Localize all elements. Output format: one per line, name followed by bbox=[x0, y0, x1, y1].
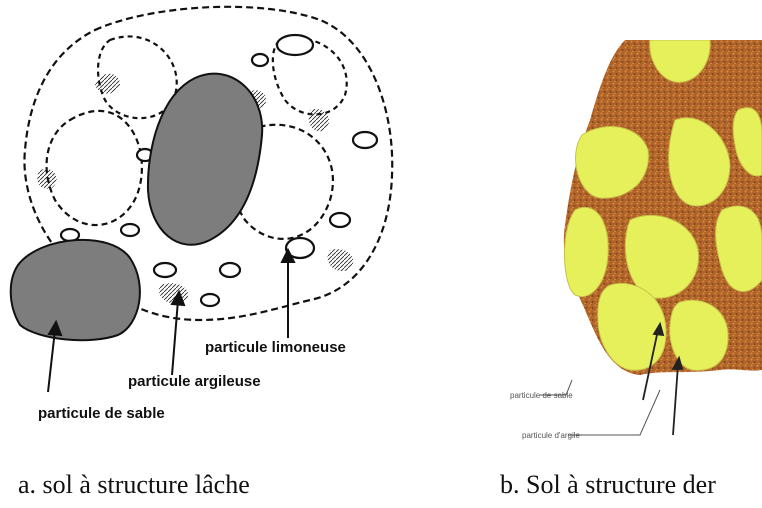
label-sand-particle-b: particule de sable bbox=[510, 391, 573, 400]
caption-b: b. Sol à structure der bbox=[500, 470, 716, 500]
pointer-lines bbox=[540, 380, 660, 435]
label-sand-particle: particule de sable bbox=[38, 405, 165, 422]
label-silt-particle: particule limoneuse bbox=[205, 339, 346, 356]
sand-particle-left bbox=[11, 240, 140, 340]
dense-structure-diagram: particule de sable particule d'argile bbox=[480, 40, 762, 460]
loose-structure-diagram: particule limoneuse particule argileuse … bbox=[0, 0, 410, 440]
label-clay-particle-b: particule d'argile bbox=[522, 431, 581, 440]
label-clay-particle: particule argileuse bbox=[128, 373, 261, 390]
caption-a: a. sol à structure lâche bbox=[18, 470, 250, 500]
